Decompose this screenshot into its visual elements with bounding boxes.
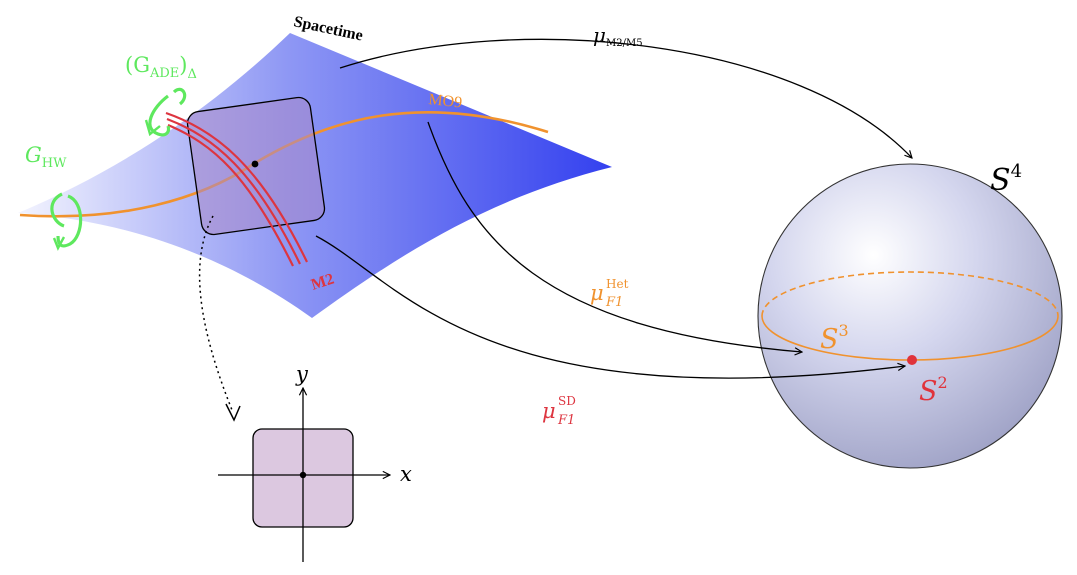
s2-point	[907, 355, 917, 365]
s3-equator-back	[761, 271, 1059, 317]
mo9-label: MO9	[428, 91, 463, 111]
s4-sphere	[757, 163, 1063, 469]
origin-point	[299, 471, 307, 479]
y-axis-label: y	[295, 362, 309, 386]
hw-group-label: GHW	[25, 143, 67, 171]
hw-rotation-icon	[50, 192, 83, 251]
zoom-arrow-head	[225, 403, 241, 422]
x-axis-label: x	[400, 462, 412, 486]
m2m5-map-label: μM2/M5	[593, 23, 643, 49]
m2-label: M2	[309, 270, 336, 293]
ade-rotation-icon	[144, 87, 187, 137]
map-sd-arrow	[315, 235, 905, 379]
intersection-point	[251, 160, 259, 168]
s2-label: S2	[919, 373, 948, 407]
s3-label: S3	[820, 321, 849, 355]
map-het-arrow	[427, 121, 802, 352]
s4-label: S4	[990, 161, 1022, 198]
m2-brane-stack	[165, 111, 308, 267]
ade-group-label: (GADE)Δ	[125, 53, 197, 82]
map-m2m5-arrow	[339, 38, 912, 158]
